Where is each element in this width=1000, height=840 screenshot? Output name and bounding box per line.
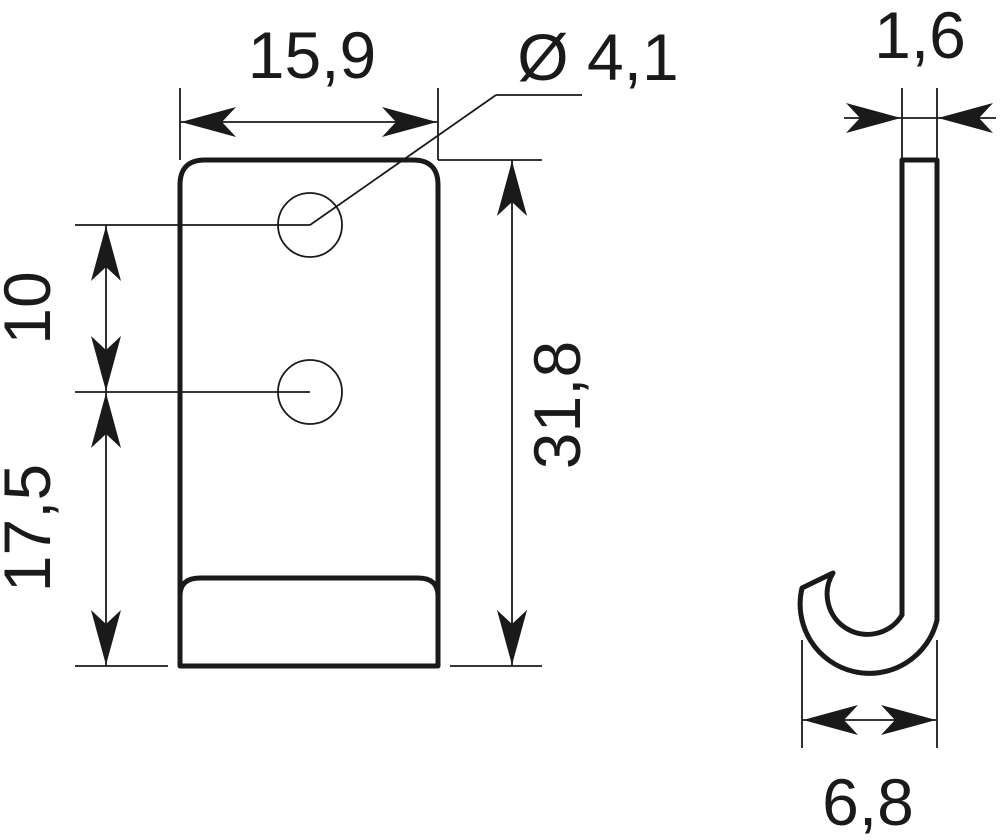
side-view (797, 157, 940, 676)
bottom-to-hole-dimension: 17,5 (0, 392, 121, 666)
height-dimension: 31,8 (497, 160, 594, 666)
height-dimension-label: 31,8 (520, 341, 594, 469)
hole-spacing-label: 10 (0, 271, 64, 344)
width-dimension: 15,9 (180, 18, 438, 137)
thickness-label: 1,6 (874, 0, 966, 72)
hole-diameter-callout: Ø 4,1 (309, 20, 679, 226)
hook-depth-dimension: 6,8 (802, 705, 937, 839)
width-dimension-label: 15,9 (248, 18, 376, 92)
front-view (177, 157, 441, 669)
hole-diameter-label: Ø 4,1 (517, 20, 678, 94)
thickness-dimension: 1,6 (844, 0, 996, 133)
bent-lip-edge (177, 575, 441, 599)
hole-spacing-dimension: 10 (0, 225, 121, 392)
extension-lines (75, 88, 938, 748)
bottom-to-hole-label: 17,5 (0, 464, 64, 592)
hook-profile-outline (797, 157, 940, 676)
hook-depth-label: 6,8 (822, 765, 914, 839)
bracket-plate-outline (177, 157, 441, 669)
